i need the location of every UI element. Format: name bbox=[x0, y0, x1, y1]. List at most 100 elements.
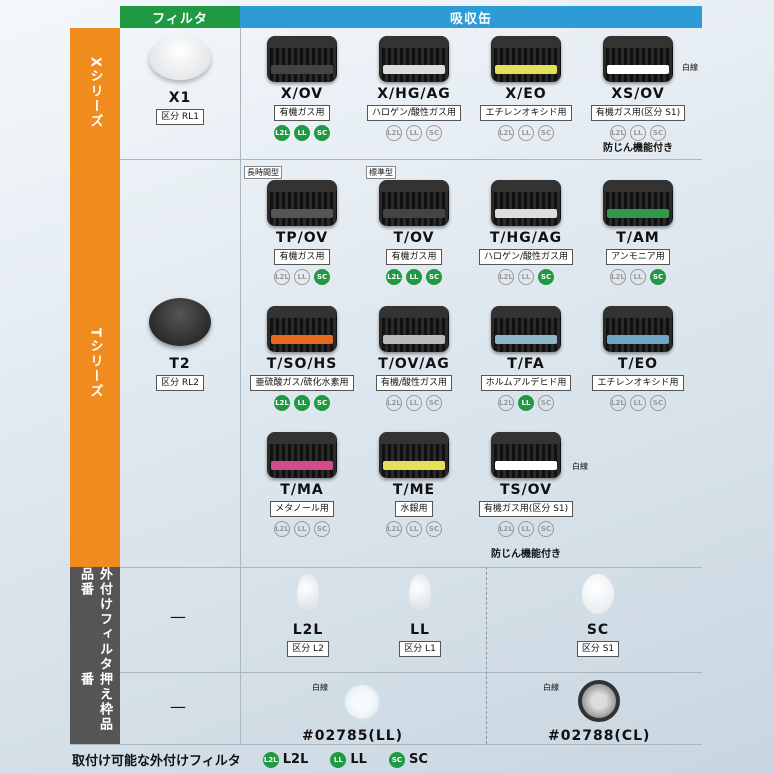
ext-filter-image bbox=[297, 574, 319, 614]
badge-sc: SC bbox=[650, 395, 666, 411]
ext-filter-l2l: L2L 区分 L2 bbox=[252, 574, 364, 657]
badge-sc: SC bbox=[650, 269, 666, 285]
canister-code: T/OV bbox=[393, 230, 435, 246]
badge-icon: LL bbox=[330, 751, 347, 768]
canister-use: エチレンオキシド用 bbox=[592, 375, 684, 391]
badge-l2l: L2L bbox=[610, 395, 626, 411]
badge-sc: SC bbox=[538, 521, 554, 537]
canister-code: T/SO/HS bbox=[266, 356, 338, 372]
badge-l2l: L2L bbox=[386, 125, 402, 141]
filter-code: T2 bbox=[169, 356, 191, 372]
badge-ll: LL bbox=[406, 269, 422, 285]
badge-ll: LL bbox=[630, 269, 646, 285]
footer: 取付け可能な外付けフィルタ L2L L2L LL LL SC SC bbox=[72, 750, 428, 769]
filter-class: 区分 RL2 bbox=[156, 375, 204, 391]
long-life-tag: 長時間型 bbox=[244, 166, 282, 179]
row-divider bbox=[120, 567, 702, 568]
ext-filter-image bbox=[582, 574, 614, 614]
canister-image bbox=[491, 432, 561, 478]
none-dash: — bbox=[170, 607, 186, 626]
footer-label: 取付け可能な外付けフィルタ bbox=[72, 754, 241, 769]
filter-t2-image bbox=[149, 298, 211, 346]
badge-ll: LL bbox=[630, 125, 646, 141]
badge-l2l: L2L bbox=[498, 395, 514, 411]
canister-use: 有機ガス用 bbox=[274, 249, 330, 265]
x-series-label: Xシリーズ bbox=[70, 28, 120, 159]
canister-image bbox=[379, 306, 449, 352]
badge-ll: LL bbox=[518, 521, 534, 537]
badge-ll: LL bbox=[294, 125, 310, 141]
canister-use: 有機ガス用(区分 S1) bbox=[590, 105, 686, 121]
badge-l2l: L2L bbox=[274, 521, 290, 537]
white-line-label: 白線 bbox=[572, 462, 588, 471]
badge-ll: LL bbox=[518, 269, 534, 285]
canister-image bbox=[267, 306, 337, 352]
badge-sc: SC bbox=[538, 269, 554, 285]
canister-use: メタノール用 bbox=[270, 501, 334, 517]
badge-l2l: L2L bbox=[274, 395, 290, 411]
footer-item: SC SC bbox=[388, 751, 428, 768]
footer-item: LL LL bbox=[330, 751, 367, 768]
canister-code: X/EO bbox=[505, 86, 547, 102]
badge-l2l: L2L bbox=[386, 395, 402, 411]
badge-l2l: L2L bbox=[274, 125, 290, 141]
badge-sc: SC bbox=[426, 269, 442, 285]
dust-function-note: 防じん機能付き bbox=[491, 549, 561, 560]
badge-l2l: L2L bbox=[274, 269, 290, 285]
badge-l2l: L2L bbox=[610, 269, 626, 285]
white-line-label: 白線 bbox=[682, 63, 698, 72]
ext-filter-class: 区分 L1 bbox=[399, 641, 441, 657]
footer-item-label: L2L bbox=[282, 752, 309, 767]
badge-sc: SC bbox=[426, 395, 442, 411]
badge-l2l: L2L bbox=[498, 521, 514, 537]
canister-image bbox=[491, 180, 561, 226]
canister-image bbox=[267, 36, 337, 82]
ext-filter-class: 区分 S1 bbox=[576, 641, 620, 657]
canister-use: 有機ガス用 bbox=[386, 249, 442, 265]
badge-sc: SC bbox=[538, 125, 554, 141]
badge-ll: LL bbox=[518, 395, 534, 411]
retainer-ll-image bbox=[342, 682, 382, 722]
canister-image bbox=[491, 36, 561, 82]
badge-icon: SC bbox=[388, 751, 405, 768]
canister-image bbox=[603, 36, 673, 82]
canister-use: ホルムアルデヒド用 bbox=[480, 375, 572, 391]
canister-header: 吸収缶 bbox=[240, 6, 702, 28]
badge-ll: LL bbox=[406, 125, 422, 141]
row-divider bbox=[70, 744, 702, 745]
retainer-code: #02785(LL) bbox=[302, 728, 404, 744]
canister-use: エチレンオキシド用 bbox=[480, 105, 572, 121]
canister-use: アンモニア用 bbox=[606, 249, 670, 265]
dust-function-note: 防じん機能付き bbox=[603, 143, 673, 154]
canister-image bbox=[379, 36, 449, 82]
retainer-code: #02788(CL) bbox=[548, 728, 651, 744]
filter-t2: T2 区分 RL2 bbox=[124, 298, 236, 391]
canister-code: X/OV bbox=[280, 86, 324, 102]
badge-ll: LL bbox=[630, 395, 646, 411]
badge-l2l: L2L bbox=[498, 125, 514, 141]
badge-l2l: L2L bbox=[386, 521, 402, 537]
badge-ll: LL bbox=[294, 395, 310, 411]
badge-icon: L2L bbox=[262, 751, 279, 768]
badge-sc: SC bbox=[314, 125, 330, 141]
